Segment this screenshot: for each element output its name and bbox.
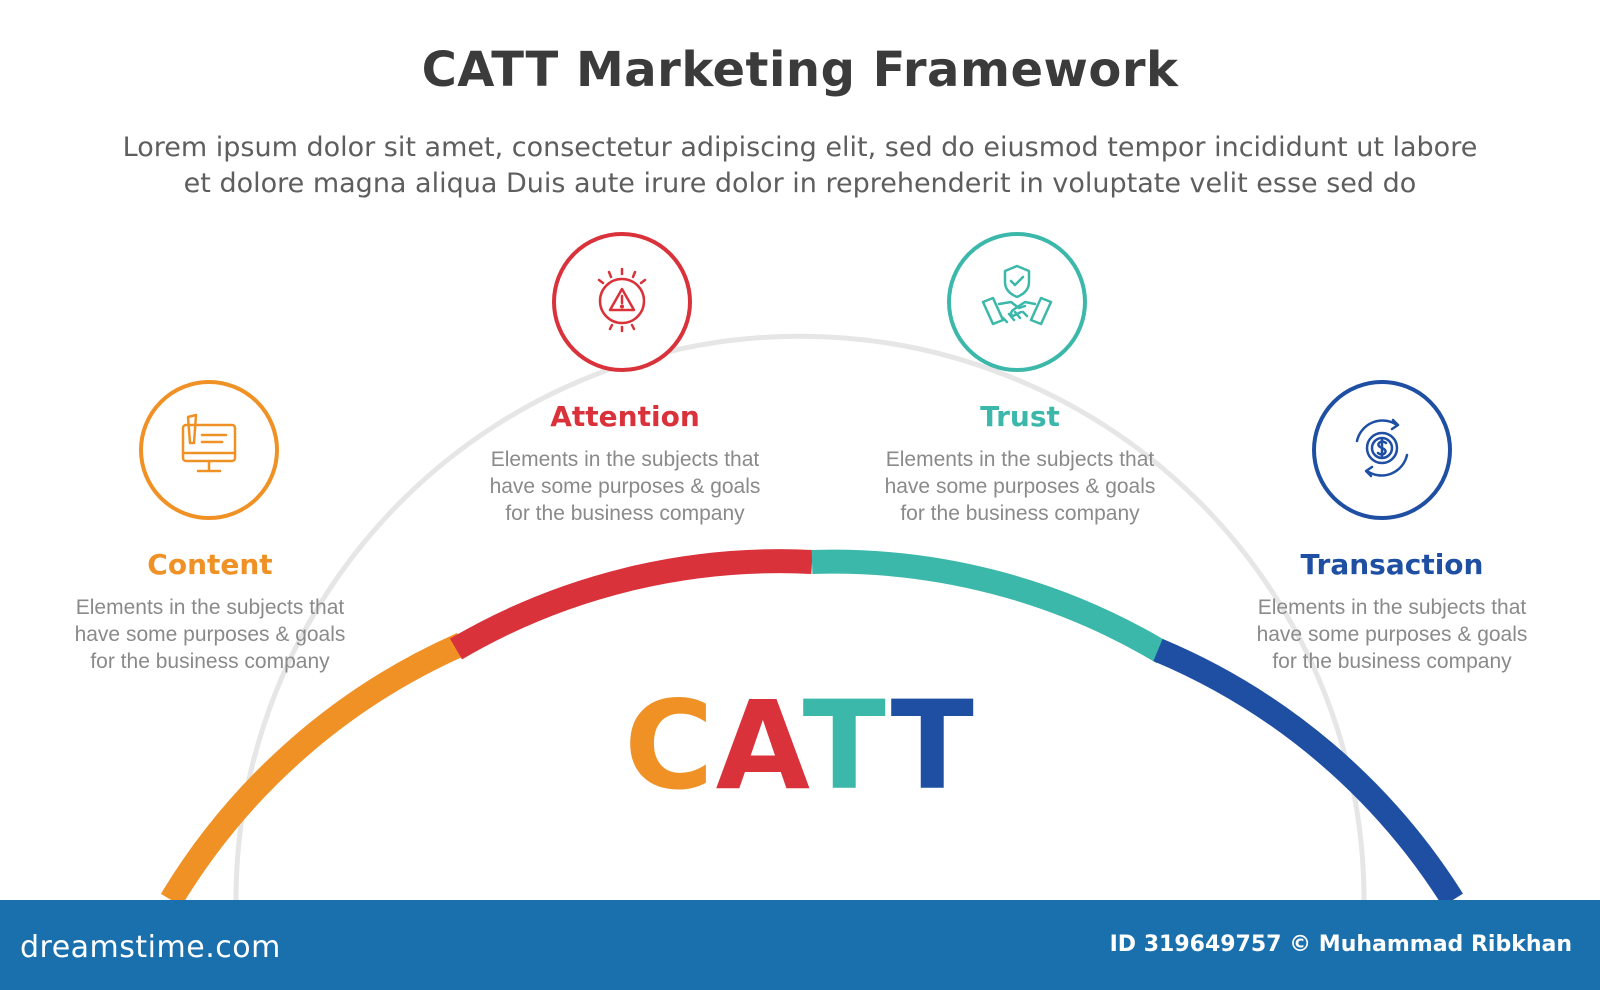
step-desc-attention: Elements in the subjects that have some … bbox=[465, 446, 785, 527]
arc-segment-attention bbox=[449, 549, 813, 660]
inner-gray-arc bbox=[233, 333, 1367, 901]
step-title-transaction: Transaction bbox=[1300, 548, 1484, 581]
step-desc-content: Elements in the subjects that have some … bbox=[50, 594, 370, 675]
step-desc-transaction: Elements in the subjects that have some … bbox=[1232, 594, 1552, 675]
step-desc-line: for the business company bbox=[1272, 650, 1512, 673]
step-desc-line: have some purposes & goals bbox=[74, 623, 346, 646]
step-title-trust: Trust bbox=[980, 400, 1060, 433]
step-desc-line: Elements in the subjects that bbox=[75, 596, 345, 619]
transaction-icon-circle bbox=[1312, 380, 1452, 520]
warning-triangle-icon bbox=[587, 265, 657, 339]
catt-wordmark: CATT bbox=[0, 685, 1600, 807]
step-desc-line: for the business company bbox=[900, 502, 1140, 525]
step-title-content: Content bbox=[147, 548, 273, 581]
page-title: CATT Marketing Framework bbox=[421, 42, 1179, 98]
catt-letter-a: A bbox=[715, 675, 803, 817]
attention-icon-circle bbox=[552, 232, 692, 372]
arc-segment-trust bbox=[811, 549, 1170, 664]
trust-icon-circle bbox=[947, 232, 1087, 372]
catt-letter-t1: T bbox=[802, 675, 891, 817]
catt-letter-t2: T bbox=[890, 675, 976, 817]
footer-bar: dreamstime.com ID 319649757 © Muhammad R… bbox=[0, 900, 1600, 990]
dreamstime-logo: dreamstime.com bbox=[20, 930, 281, 965]
step-desc-line: have some purposes & goals bbox=[1256, 623, 1528, 646]
step-desc-line: Elements in the subjects that bbox=[490, 448, 760, 471]
step-desc-trust: Elements in the subjects that have some … bbox=[860, 446, 1180, 527]
arc-segment-content bbox=[160, 633, 467, 907]
step-desc-line: for the business company bbox=[90, 650, 330, 673]
handshake-shield-icon bbox=[979, 262, 1055, 342]
page-subtitle: Lorem ipsum dolor sit amet, consectetur … bbox=[60, 130, 1540, 202]
step-title-attention: Attention bbox=[550, 400, 700, 433]
computer-monitor-icon bbox=[174, 413, 244, 487]
step-desc-line: for the business company bbox=[505, 502, 745, 525]
arc-segment-transaction bbox=[1153, 638, 1463, 907]
step-desc-line: Elements in the subjects that bbox=[885, 448, 1155, 471]
subtitle-line-1: Lorem ipsum dolor sit amet, consectetur … bbox=[122, 132, 1478, 163]
step-desc-line: have some purposes & goals bbox=[489, 475, 761, 498]
step-desc-line: Elements in the subjects that bbox=[1257, 596, 1527, 619]
step-desc-line: have some purposes & goals bbox=[884, 475, 1156, 498]
image-credit: ID 319649757 © Muhammad Ribkhan bbox=[1109, 932, 1572, 957]
catt-letter-c: C bbox=[624, 675, 716, 817]
content-icon-circle bbox=[139, 380, 279, 520]
subtitle-line-2: et dolore magna aliqua Duis aute irure d… bbox=[183, 168, 1417, 199]
dollar-cycle-icon bbox=[1345, 411, 1419, 489]
